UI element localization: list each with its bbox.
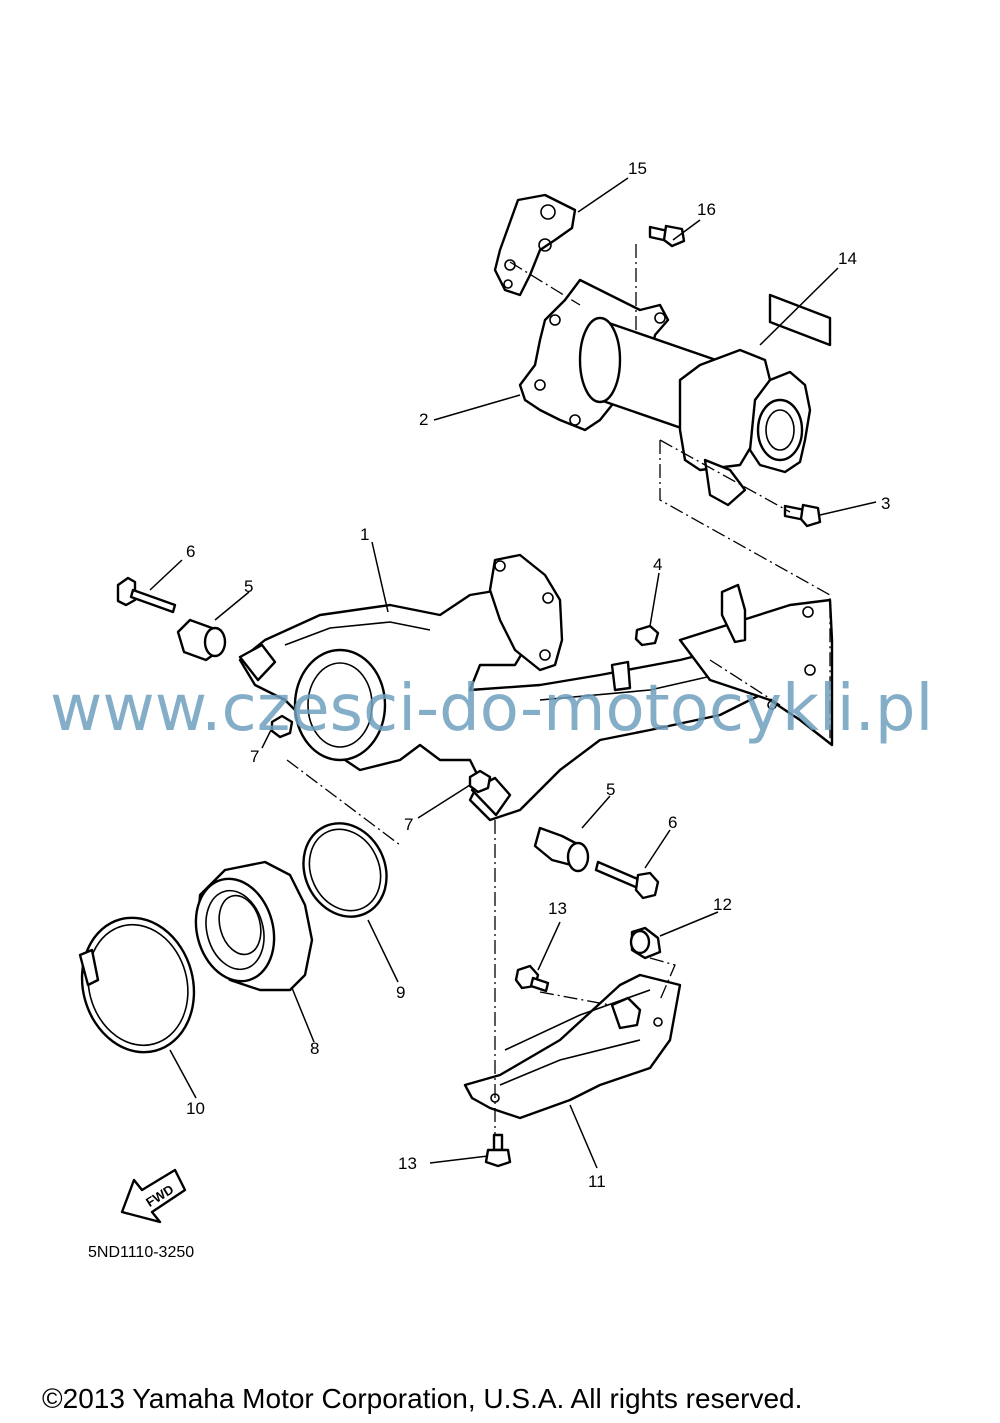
part-6-upper-bolt — [116, 576, 177, 614]
part-10-clamp — [78, 916, 196, 1054]
callout-1: 1 — [360, 525, 369, 544]
copyright-text: ©2013 Yamaha Motor Corporation, U.S.A. A… — [42, 1383, 802, 1414]
callout-4: 4 — [653, 555, 662, 574]
part-14-label — [768, 293, 832, 347]
callout-6-upper: 6 — [186, 542, 195, 561]
callout-9: 9 — [396, 983, 405, 1002]
callout-13-lower: 13 — [398, 1154, 417, 1173]
callout-2: 2 — [419, 410, 428, 429]
callout-16: 16 — [697, 200, 716, 219]
callout-5-lower: 5 — [606, 780, 615, 799]
part-9-ring — [302, 822, 388, 918]
callout-12: 12 — [713, 895, 732, 914]
part-5-upper-bushing — [176, 618, 227, 662]
part-2-axle-housing — [518, 278, 812, 507]
callouts: 1 2 3 4 5 5 6 6 7 7 8 9 10 11 12 13 13 1… — [186, 159, 890, 1191]
callout-11: 11 — [588, 1172, 606, 1191]
callout-8: 8 — [310, 1039, 319, 1058]
part-5-lower-bushing — [533, 826, 590, 873]
callout-10: 10 — [186, 1099, 205, 1118]
part-13-upper-bolt — [514, 964, 550, 993]
callout-14: 14 — [838, 249, 857, 268]
part-1-swingarm — [238, 553, 834, 822]
part-8-boot — [194, 860, 314, 992]
part-16-bolt — [648, 224, 686, 248]
diagram-code: 5ND1110-3250 — [88, 1244, 194, 1261]
fwd-arrow-icon: FWD — [120, 1168, 187, 1224]
part-15-bracket — [493, 193, 577, 297]
callout-6-lower: 6 — [668, 813, 677, 832]
callout-7-lower: 7 — [404, 815, 413, 834]
part-13-lower-bolt — [484, 1133, 512, 1168]
part-11-guard — [463, 973, 682, 1120]
part-12-damper — [629, 926, 662, 960]
part-4-nut — [634, 624, 660, 647]
part-6-lower-bolt — [594, 860, 660, 900]
part-7-upper-nut — [270, 714, 294, 739]
part-3-bolt — [783, 503, 822, 528]
leader-lines — [149, 177, 877, 1169]
callout-7-upper: 7 — [250, 747, 259, 766]
callout-15: 15 — [628, 159, 647, 178]
assembly-lines — [286, 244, 831, 1135]
callout-3: 3 — [881, 494, 890, 513]
watermark-text: www.czesci-do-motocykli.pl — [50, 672, 933, 746]
callout-13-upper: 13 — [548, 899, 567, 918]
part-7-lower-nut — [468, 769, 492, 794]
callout-5-upper: 5 — [244, 577, 253, 596]
